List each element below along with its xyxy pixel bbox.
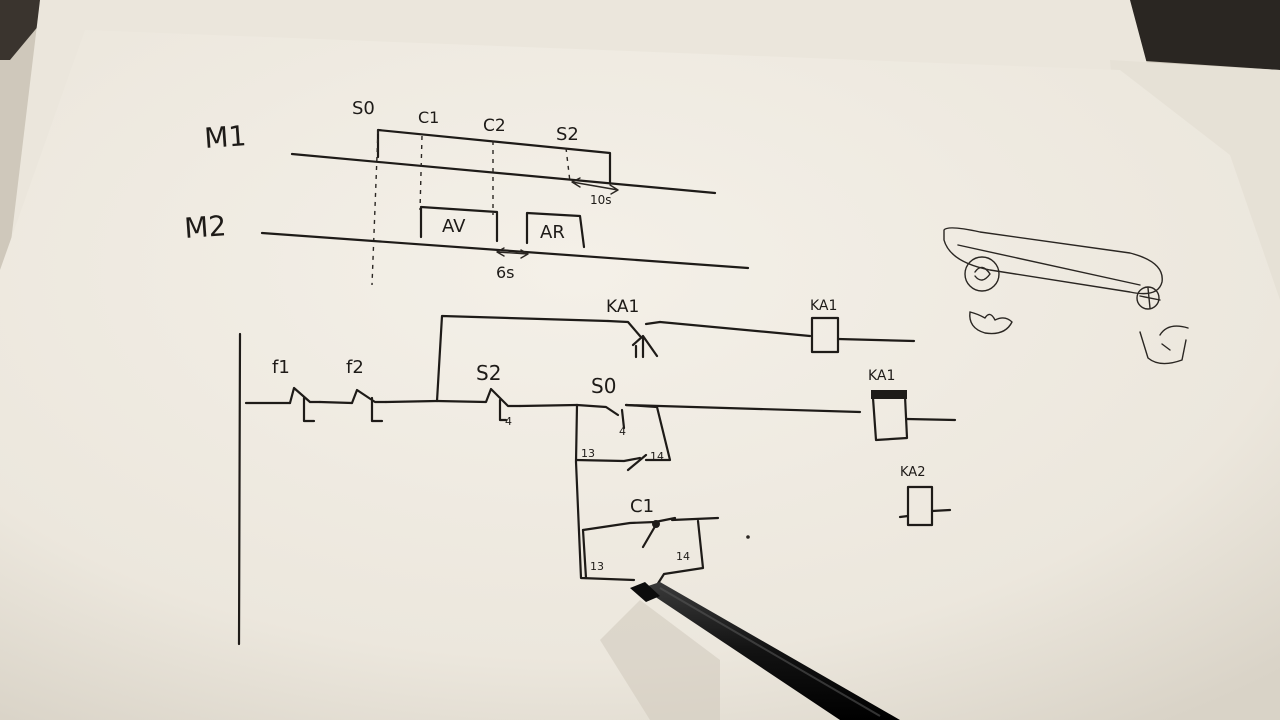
fuse-f1-symbol: [288, 386, 322, 423]
pen-tip: [630, 582, 660, 602]
start-button-label: S0: [591, 374, 616, 398]
delay-arrow-m2: [496, 247, 529, 259]
conveyor-left-roller: [964, 256, 1000, 292]
start-term-in: 13: [581, 447, 595, 460]
coil-top-symbol: [810, 316, 840, 354]
event-s2-label: S2: [556, 124, 579, 145]
m2-forward-pulse: [419, 205, 499, 243]
pen: [600, 582, 900, 720]
wire-to-ka1-coil: [624, 403, 862, 414]
conveyor-sketch: [943, 227, 1189, 365]
coil-spare-label: KA2: [900, 465, 925, 480]
stop-button-label: S2: [476, 361, 501, 385]
m2-reverse-label: AR: [540, 222, 565, 243]
m2-forward-label: AV: [442, 216, 466, 237]
m2-baseline: [260, 231, 750, 270]
marker-s0: [371, 129, 379, 286]
left-bin: [969, 311, 1013, 335]
ka1-contact-symbol: [606, 319, 662, 359]
coil-main-label: KA1: [868, 368, 895, 384]
start-contact-no: 4: [619, 425, 626, 438]
m1-row-label: M1: [203, 119, 247, 155]
fuse-f2-label: f2: [346, 357, 364, 378]
sensor-label: C1: [630, 496, 654, 517]
pen-body: [642, 582, 900, 720]
coil-main-cap: [871, 390, 907, 399]
marker-c1: [419, 135, 423, 211]
event-c1-label: C1: [418, 108, 439, 127]
fuse-f1-label: f1: [272, 357, 290, 378]
marker-s2: [565, 147, 571, 183]
event-c2-label: C2: [483, 116, 506, 136]
start-term-out: 14: [650, 450, 664, 463]
sensor-term-out: 14: [676, 550, 690, 563]
delay-m1-label: 10s: [590, 193, 612, 207]
coil-spare-symbol: [906, 485, 934, 527]
stop-button-symbol: [435, 387, 522, 422]
right-bin: [1139, 325, 1189, 365]
coil-top-label: KA1: [810, 298, 837, 314]
event-s0-label: S0: [352, 98, 375, 119]
ladder-diagram: f1 f2 S2 4 S0 4 13 14 C1 13 14 KA: [237, 297, 957, 646]
branch-to-ka1-contact: [435, 314, 610, 403]
delay-m2-label: 6s: [496, 263, 515, 282]
sensor-term-in: 13: [590, 560, 604, 573]
stop-contact-no: 4: [505, 415, 512, 428]
start-button-symbol: [575, 403, 626, 430]
paper-sheet: [0, 30, 1280, 720]
m2-reverse-pulse: [525, 211, 586, 249]
m1-pulse: [376, 128, 612, 184]
m2-row-label: M2: [183, 209, 227, 245]
fuse-f2-symbol: [350, 388, 388, 423]
timing-diagram: M1 M2 S0 C1 C2 S2 10s AV AR 6s: [183, 98, 750, 286]
parallel-branch-wire: [574, 403, 636, 582]
sensor-contact-dot: [652, 520, 660, 528]
pen-shadow: [600, 600, 720, 720]
m1-baseline: [290, 152, 717, 195]
left-power-rail: [237, 332, 242, 646]
delay-arrow-m1: [571, 177, 619, 195]
conveyor-right-roller: [1136, 286, 1160, 310]
ka1-contact-label: KA1: [606, 297, 639, 317]
